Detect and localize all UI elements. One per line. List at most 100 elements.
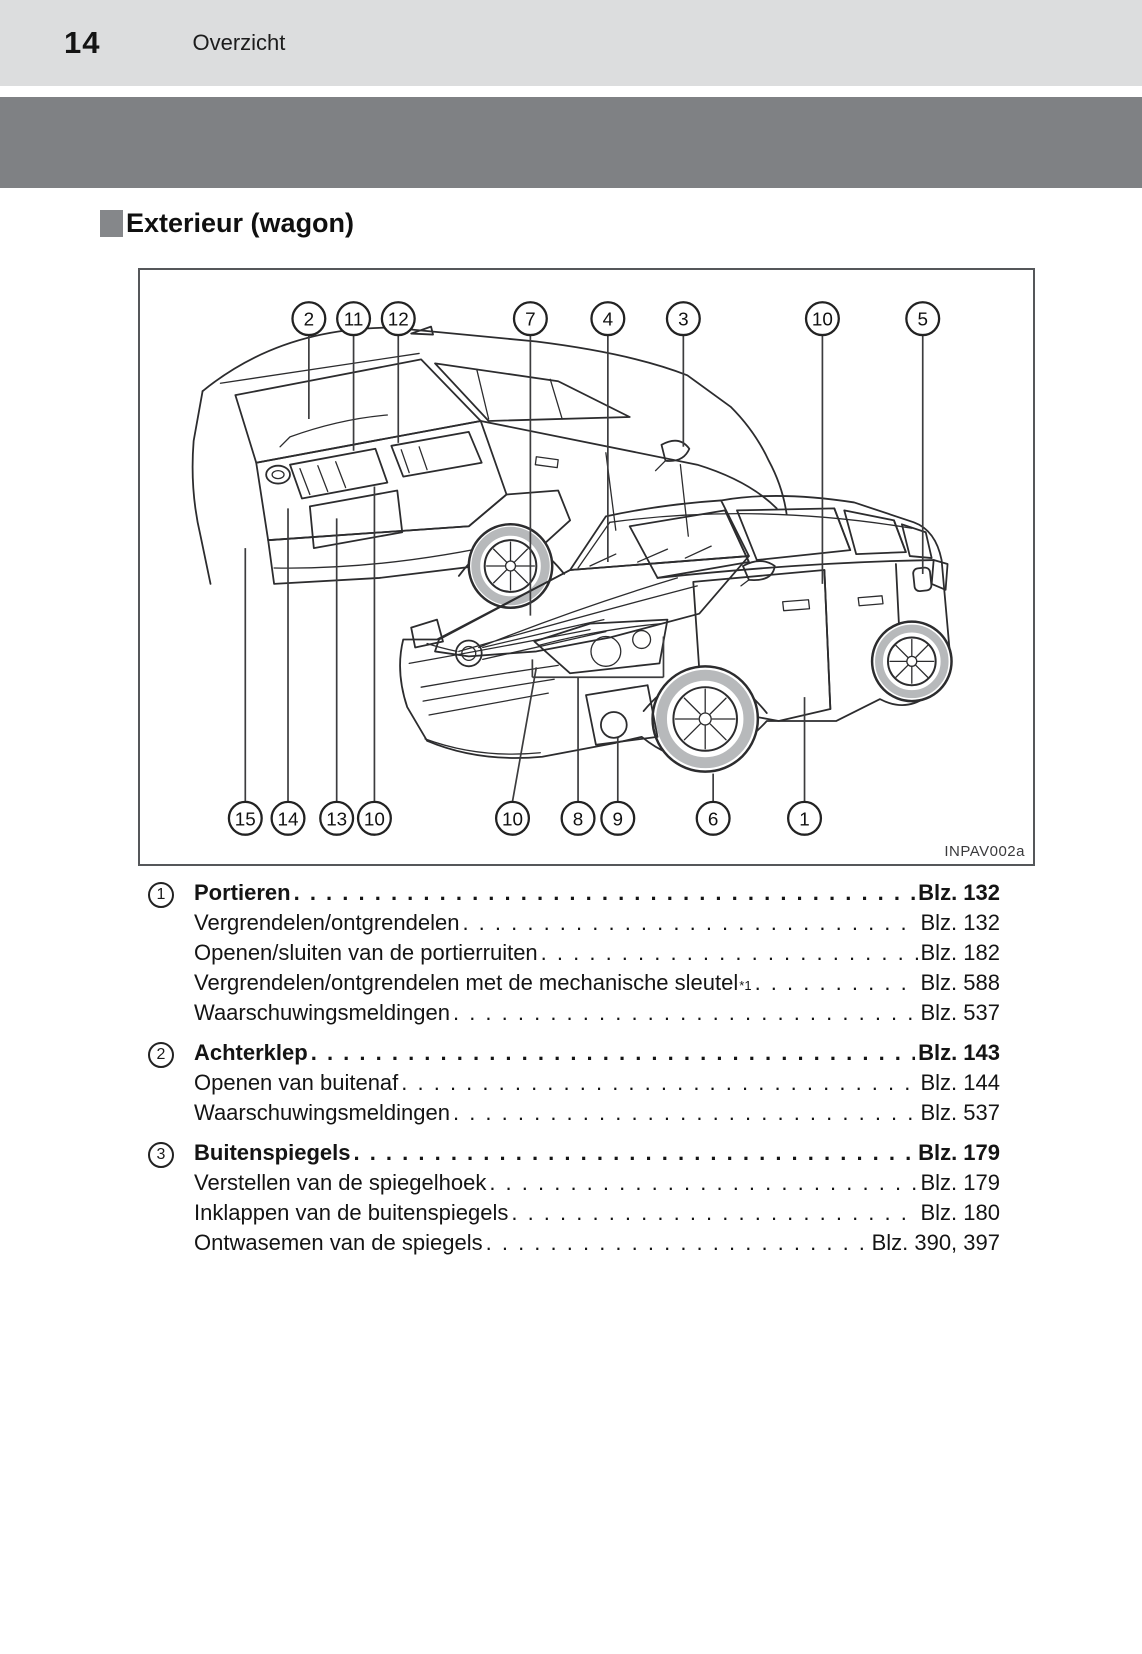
page-header-bar: 14 Overzicht xyxy=(0,0,1142,86)
dot-leader xyxy=(401,1070,917,1096)
svg-text:6: 6 xyxy=(708,808,719,829)
callout-2: 2 xyxy=(291,301,327,337)
dot-leader xyxy=(353,1140,915,1166)
rear-door-window xyxy=(736,507,852,561)
section-title-row: Exterieur (wagon) xyxy=(100,204,1142,242)
front-emblem xyxy=(454,639,483,668)
subitem-label: Waarschuwingsmeldingen xyxy=(194,1100,450,1125)
page-number: 14 xyxy=(64,25,101,60)
toc-subitem: Verstellen van de spiegelhoek Blz. 179 xyxy=(140,1170,1000,1200)
svg-text:12: 12 xyxy=(388,309,409,330)
item-number: 1 xyxy=(156,886,166,903)
callouts: 2 11 12 7 4 3 10 5 15 14 13 10 10 8 9 6 … xyxy=(227,301,941,836)
subitem-label: Waarschuwingsmeldingen xyxy=(194,1000,450,1025)
subitem-label: Ontwasemen van de spiegels xyxy=(194,1230,483,1255)
toc-subitem: Vergrendelen/ontgrendelen Blz. 132 xyxy=(140,910,1000,940)
exterior-diagram-figure: 2 11 12 7 4 3 10 5 15 14 13 10 10 8 9 6 … xyxy=(138,268,1035,866)
svg-text:3: 3 xyxy=(678,309,689,330)
rear-car-illustration xyxy=(191,325,788,609)
subitem-page: Blz. 537 xyxy=(920,1100,1001,1125)
callout-8: 8 xyxy=(560,800,596,836)
svg-text:8: 8 xyxy=(573,808,584,829)
callout-12: 12 xyxy=(380,301,416,337)
toc-subitem: Waarschuwingsmeldingen Blz. 537 xyxy=(140,1100,1000,1130)
item-page: Blz. 179 xyxy=(918,1140,1000,1165)
section-marker-square xyxy=(100,209,123,237)
headlight-left xyxy=(410,618,444,649)
subitem-page: Blz. 179 xyxy=(920,1170,1001,1195)
svg-text:15: 15 xyxy=(235,808,256,829)
toc-subitem: Ontwasemen van de spiegels Blz. 390, 397 xyxy=(140,1230,1000,1260)
chapter-title: Overzicht xyxy=(192,30,286,55)
callout-1: 1 xyxy=(786,800,823,836)
subitem-page: Blz. 180 xyxy=(920,1200,1001,1225)
item-label: Portieren xyxy=(194,880,291,905)
item-label: Buitenspiegels xyxy=(194,1140,351,1165)
subitem-label: Inklappen van de buitenspiegels xyxy=(194,1200,509,1225)
dot-leader xyxy=(311,1040,915,1066)
callout-6: 6 xyxy=(695,800,731,836)
chapter-divider-band xyxy=(0,97,1142,188)
dot-leader xyxy=(755,970,918,996)
front-car-illustration xyxy=(399,495,953,773)
svg-text:14: 14 xyxy=(278,808,299,829)
front-wheel xyxy=(651,665,760,773)
subitem-label: Vergrendelen/ontgrendelen xyxy=(194,910,460,935)
figure-code: INPAV002a xyxy=(944,843,1025,860)
svg-text:1: 1 xyxy=(799,808,809,829)
subitem-page: Blz. 588 xyxy=(920,970,1001,995)
callout-13: 13 xyxy=(319,800,355,836)
callout-10-top: 10 xyxy=(804,301,840,337)
svg-text:10: 10 xyxy=(364,808,385,829)
toc-subitem: Openen van buitenaf Blz. 144 xyxy=(140,1070,1000,1100)
item-number-circle: 2 xyxy=(148,1042,174,1068)
antenna-fin xyxy=(410,325,434,336)
quarter-window xyxy=(900,523,933,559)
footnote-ref: *1 xyxy=(739,978,752,993)
svg-text:10: 10 xyxy=(812,309,833,330)
rear-car-door-mirror xyxy=(654,439,691,472)
toc-heading-buitenspiegels: 3 Buitenspiegels Blz. 179 xyxy=(140,1140,1000,1170)
item-number: 2 xyxy=(156,1046,166,1063)
section-title: Exterieur (wagon) xyxy=(126,207,355,238)
toc-heading-achterklep: 2 Achterklep Blz. 143 xyxy=(140,1040,1000,1070)
dot-leader xyxy=(462,910,917,936)
rear-car-door-handle xyxy=(534,456,559,469)
car-exterior-illustration: 2 11 12 7 4 3 10 5 15 14 13 10 10 8 9 6 … xyxy=(191,301,953,836)
toc-subitem: Inklappen van de buitenspiegels Blz. 180 xyxy=(140,1200,1000,1230)
subitem-page: Blz. 132 xyxy=(920,910,1001,935)
taillight-left xyxy=(289,447,389,500)
svg-text:10: 10 xyxy=(502,808,523,829)
windshield-wipers xyxy=(589,545,712,567)
liftgate-panel xyxy=(255,420,508,542)
svg-text:9: 9 xyxy=(613,808,624,829)
item-label: Achterklep xyxy=(194,1040,308,1065)
subitem-page: Blz. 390, 397 xyxy=(871,1230,1000,1255)
dot-leader xyxy=(453,1100,918,1126)
item-number-circle: 3 xyxy=(148,1142,174,1168)
rear-wiper xyxy=(279,414,388,448)
callout-10-rear: 10 xyxy=(356,800,392,836)
front-door-handle xyxy=(782,599,811,612)
rear-bumper xyxy=(267,489,572,585)
svg-text:2: 2 xyxy=(304,309,315,330)
fuel-filler-door xyxy=(912,566,933,593)
license-plate-recess xyxy=(308,489,404,550)
toc-heading-portieren: 1 Portieren Blz. 132 xyxy=(140,880,1000,910)
svg-text:7: 7 xyxy=(525,309,536,330)
subitem-page: Blz. 182 xyxy=(920,940,1001,965)
toc-subitem: Vergrendelen/ontgrendelen met de mechani… xyxy=(140,970,1000,1000)
rear-car-side-windows xyxy=(434,362,631,422)
dot-leader xyxy=(541,940,918,966)
exterior-index-list: 1 Portieren Blz. 132 Vergrendelen/ontgre… xyxy=(140,880,1000,1260)
svg-text:11: 11 xyxy=(344,309,364,330)
rear-car-wheel xyxy=(457,523,566,609)
rear-door-handle xyxy=(857,595,884,607)
toc-subitem: Openen/sluiten van de portierruiten Blz.… xyxy=(140,940,1000,970)
svg-text:5: 5 xyxy=(917,309,928,330)
dot-leader xyxy=(489,1170,917,1196)
front-grille xyxy=(408,628,591,755)
callout-7: 7 xyxy=(512,301,548,337)
dot-leader xyxy=(453,1000,918,1026)
